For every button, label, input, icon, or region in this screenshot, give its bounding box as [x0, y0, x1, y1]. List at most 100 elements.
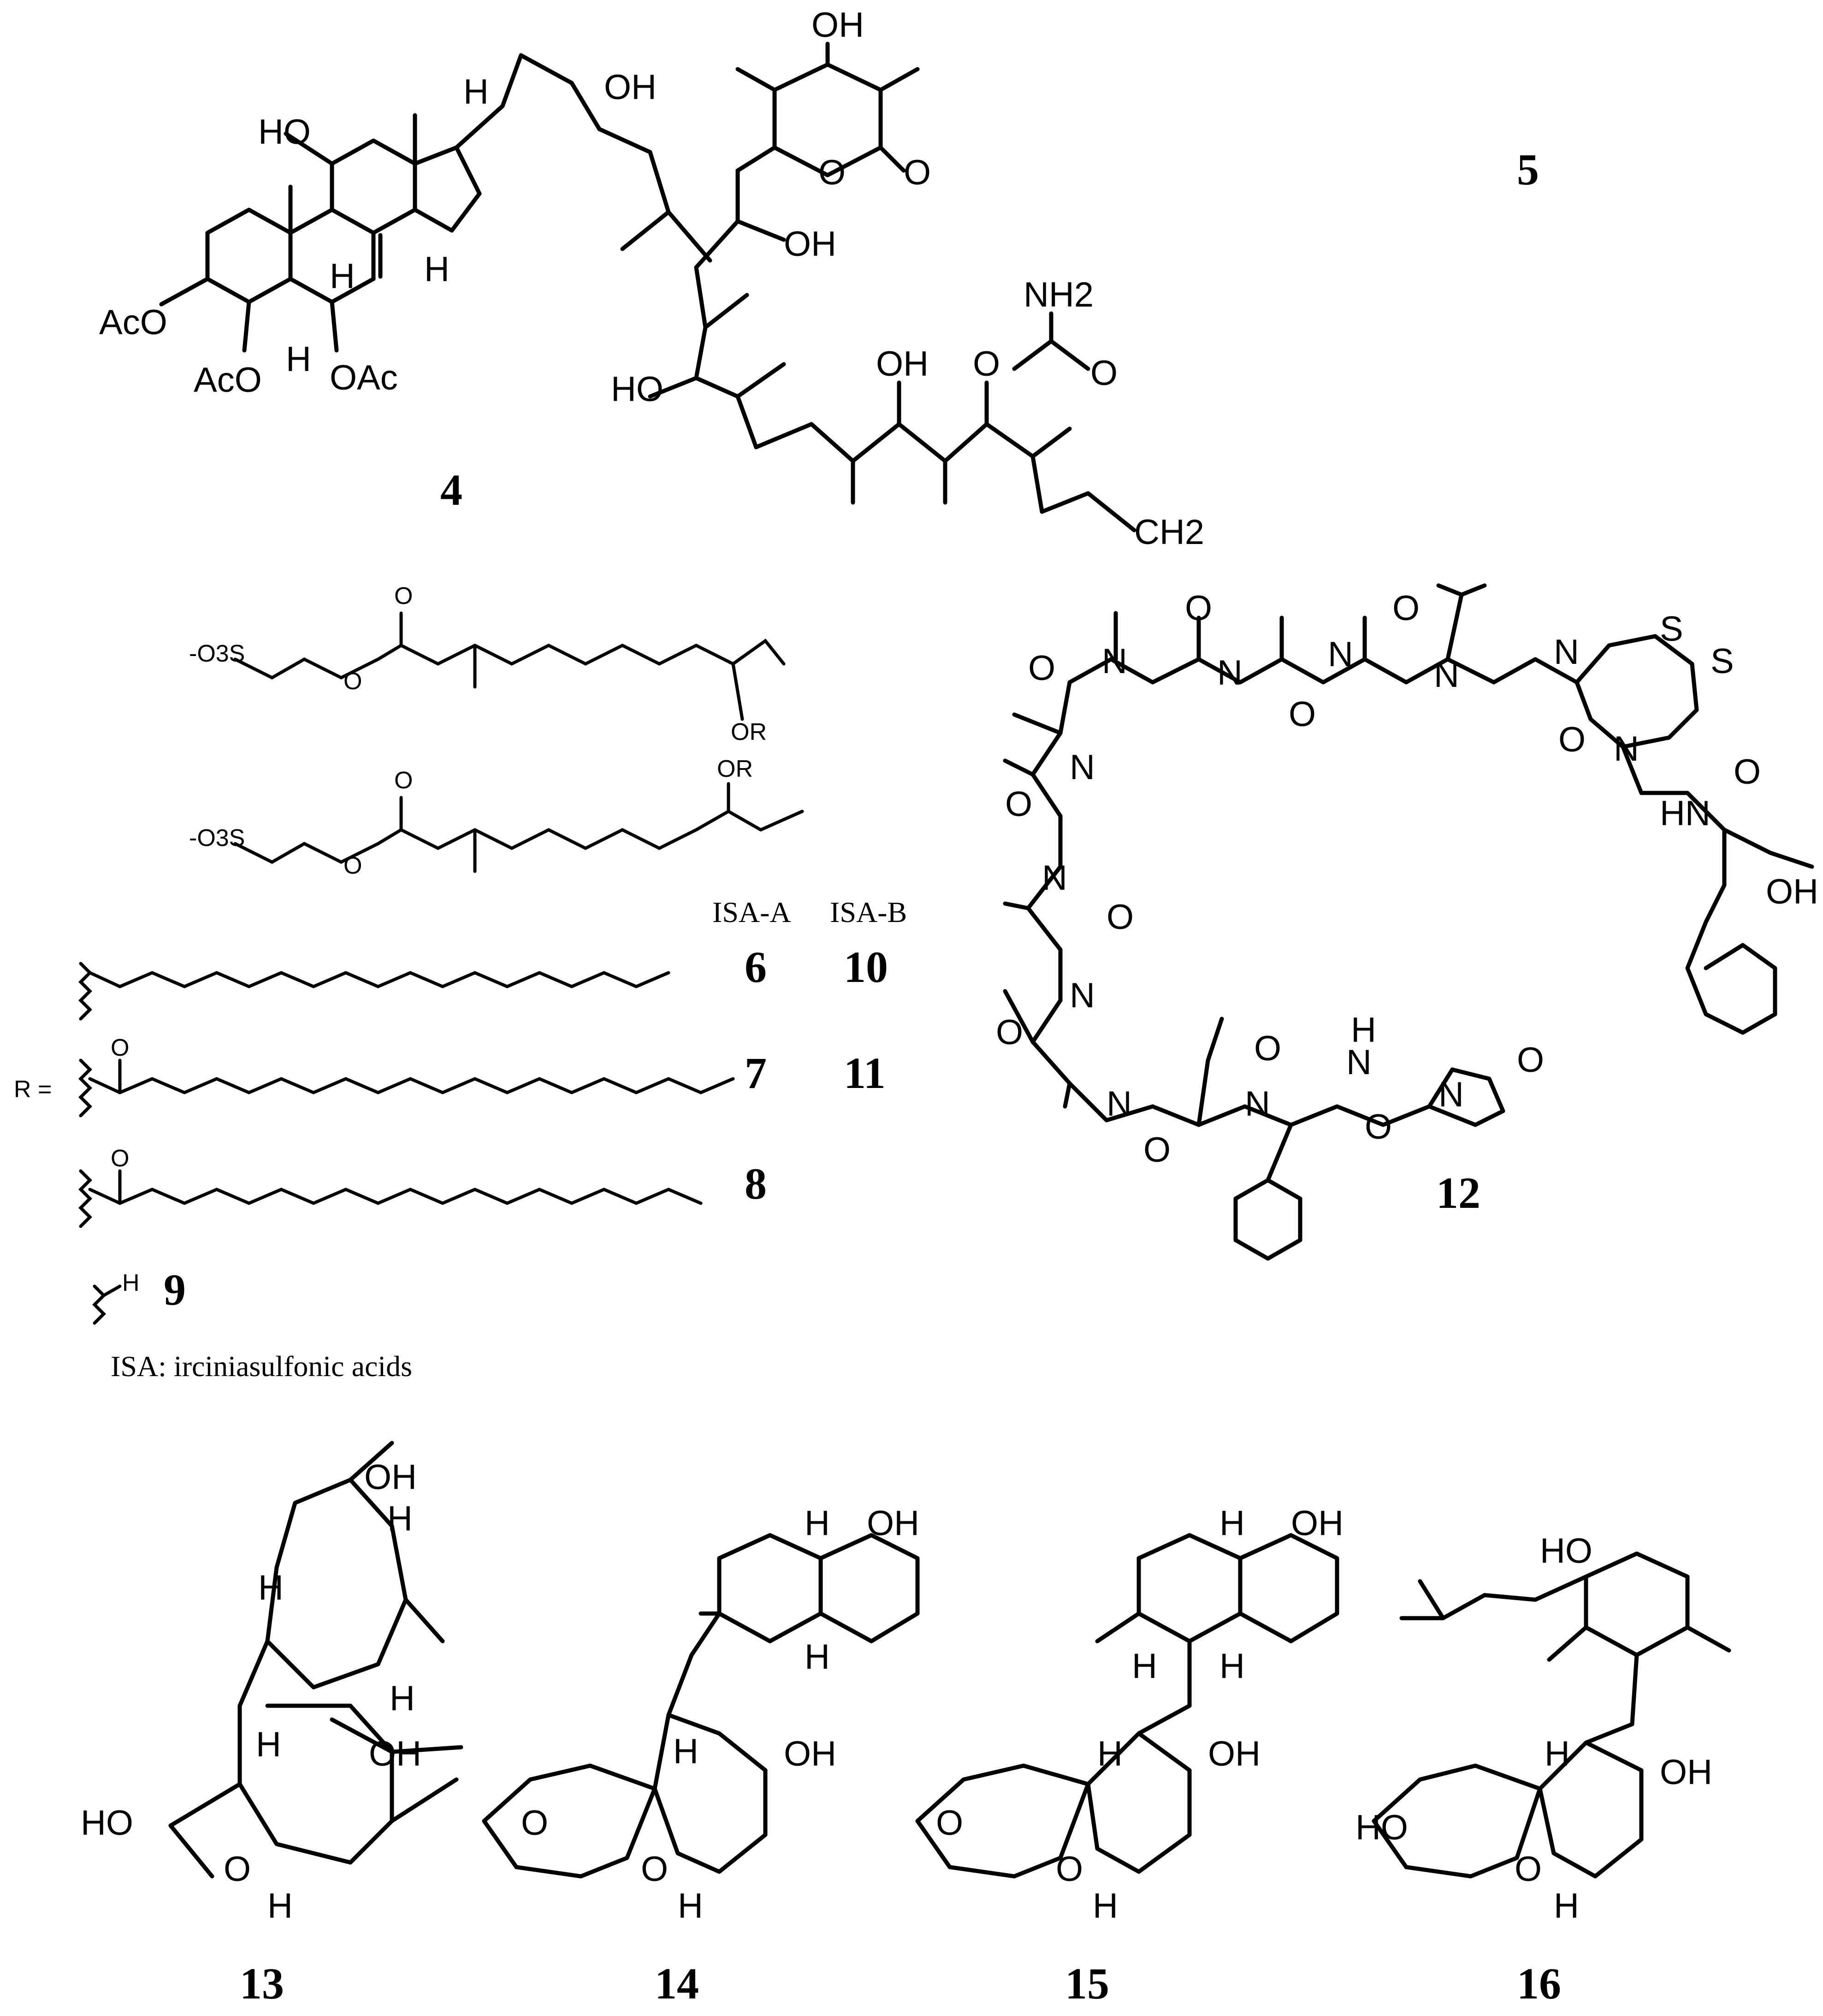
compound-14-number: 14: [655, 1959, 699, 2008]
c15-h-4: H: [1097, 1734, 1123, 1774]
c16-h-1: H: [1545, 1734, 1570, 1774]
c5-o-carbamate: O: [973, 344, 1000, 384]
c16-o: O: [1515, 1850, 1542, 1889]
c5-o-carbonyl: O: [904, 153, 931, 192]
c12-atom-n2: N: [1217, 653, 1243, 692]
column-header-isa-a: ISA-A: [712, 896, 791, 928]
c5-o-ring: O: [818, 153, 846, 192]
c15-oh-2: OH: [1208, 1734, 1261, 1774]
c12-atom-o6: O: [1734, 752, 1761, 792]
compound-10-number: 10: [844, 942, 888, 992]
c12-atom-o2: O: [1185, 589, 1212, 628]
c15-h-5: H: [1093, 1886, 1118, 1926]
c12-atom-o13: O: [1517, 1041, 1544, 1080]
c4-h-top: H: [463, 72, 489, 112]
r-equals-label: R =: [14, 1076, 52, 1103]
c6-o-b: O: [343, 852, 362, 879]
c14-h-3: H: [673, 1732, 698, 1771]
compound-4: HO OH H H H H AcO AcO OAc 4: [99, 53, 712, 514]
c4-h-low: H: [286, 340, 311, 379]
c5-oh-top: OH: [811, 6, 864, 45]
c12-atom-o7: O: [1005, 785, 1032, 824]
c6-sulfonate-a: -O3S: [189, 640, 245, 667]
c15-h-2: H: [1132, 1647, 1157, 1686]
compound-12: N O N O N O N O N S S O N O HN OH N O N …: [996, 583, 1818, 1261]
c12-atom-n6: N: [1614, 729, 1639, 769]
compound-11-number: 11: [844, 1048, 886, 1098]
c13-h-5: H: [267, 1886, 293, 1926]
c12-atom-s2: S: [1711, 642, 1734, 681]
c5-nh2: NH2: [1024, 275, 1094, 314]
c16-ho-1: HO: [1540, 1531, 1592, 1571]
c12-atom-n12: N: [1346, 1043, 1372, 1082]
c6-or-b: OR: [717, 756, 753, 782]
c12-atom-o5: O: [1558, 720, 1586, 759]
c15-h-1: H: [1219, 1504, 1245, 1543]
compounds-6-11: -O3S -O3S O O O O OR OR ISA-A ISA-B 6 10…: [14, 583, 907, 1383]
compound-9-number: 9: [164, 1265, 186, 1314]
c14-h-2: H: [805, 1638, 830, 1677]
c7-r-o: O: [111, 1035, 129, 1061]
c12-atom-s1: S: [1660, 609, 1683, 649]
c12-atom-o10: O: [1143, 1130, 1171, 1170]
c12-atom-n1: N: [1102, 642, 1127, 681]
c16-oh: OH: [1660, 1753, 1712, 1792]
c15-o-2: O: [1056, 1850, 1083, 1889]
c5-ch2: CH2: [1134, 513, 1204, 552]
c14-oh-1: OH: [867, 1504, 919, 1543]
compound-6-number: 6: [745, 942, 767, 992]
c12-atom-o3: O: [1289, 695, 1316, 734]
compound-8-number: 8: [745, 1159, 767, 1208]
c12-atom-n7: N: [1070, 748, 1095, 787]
compound-7-number: 7: [745, 1048, 767, 1098]
c12-atom-hn: HN: [1660, 794, 1711, 833]
c4-ho-label: HO: [258, 112, 311, 152]
c13-ho: HO: [81, 1803, 133, 1843]
c4-aco-2: AcO: [194, 361, 262, 400]
compound-15: H OH H H H OH O O H 15: [915, 1504, 1344, 2008]
c6-sulfonate-b: -O3S: [189, 825, 245, 851]
c6-oo-b: O: [394, 767, 413, 794]
c4-oh-label: OH: [604, 68, 657, 107]
compound-5: OH O O OH HO OH O O NH2 CH2 5: [611, 6, 1539, 552]
c13-h-1: H: [387, 1499, 413, 1538]
compound-14: H OH H H OH O O H 14: [482, 1504, 920, 2008]
c9-r-h: H: [122, 1270, 140, 1296]
c14-o-1: O: [521, 1803, 548, 1843]
c12-atom-o4: O: [1392, 589, 1420, 628]
compound-13: OH H H H H OH HO O H 13: [81, 1441, 463, 2008]
c5-oh-chain: OH: [876, 344, 929, 384]
compound-15-number: 15: [1065, 1959, 1109, 2008]
c13-oh-2: OH: [369, 1734, 421, 1774]
compound-16: HO H OH HO O H 16: [1355, 1531, 1731, 2008]
c16-ho-2: HO: [1355, 1808, 1408, 1847]
c13-h-3: H: [390, 1679, 415, 1718]
c15-o-1: O: [936, 1803, 963, 1843]
c14-h-1: H: [805, 1504, 830, 1543]
c12-atom-n5: N: [1554, 633, 1579, 672]
c5-o-carbamate-2: O: [1090, 354, 1118, 393]
compound-13-number: 13: [240, 1959, 284, 2008]
compound-16-number: 16: [1517, 1959, 1561, 2008]
c12-atom-o11: O: [1254, 1029, 1281, 1068]
c14-o-2: O: [641, 1850, 668, 1889]
isa-footnote: ISA: irciniasulfonic acids: [111, 1350, 412, 1383]
c12-atom-o12: O: [1365, 1107, 1392, 1147]
c14-h-4: H: [678, 1886, 703, 1926]
c6-o-a: O: [343, 668, 362, 695]
c4-aco-1: AcO: [99, 303, 167, 342]
c12-atom-o1: O: [1028, 649, 1055, 688]
c12-atom-h: H: [1351, 1011, 1376, 1050]
c6-or-a: OR: [731, 719, 767, 745]
c12-atom-o9: O: [996, 1013, 1023, 1052]
c13-o: O: [224, 1850, 251, 1889]
c15-oh-1: OH: [1291, 1504, 1344, 1543]
c15-h-3: H: [1219, 1647, 1245, 1686]
c13-h-4: H: [256, 1725, 281, 1764]
c12-atom-n10: N: [1107, 1084, 1132, 1123]
column-header-isa-b: ISA-B: [830, 896, 907, 928]
c4-oac: OAc: [330, 358, 398, 397]
compound-5-number: 5: [1517, 145, 1539, 194]
c12-atom-o8: O: [1107, 898, 1134, 937]
